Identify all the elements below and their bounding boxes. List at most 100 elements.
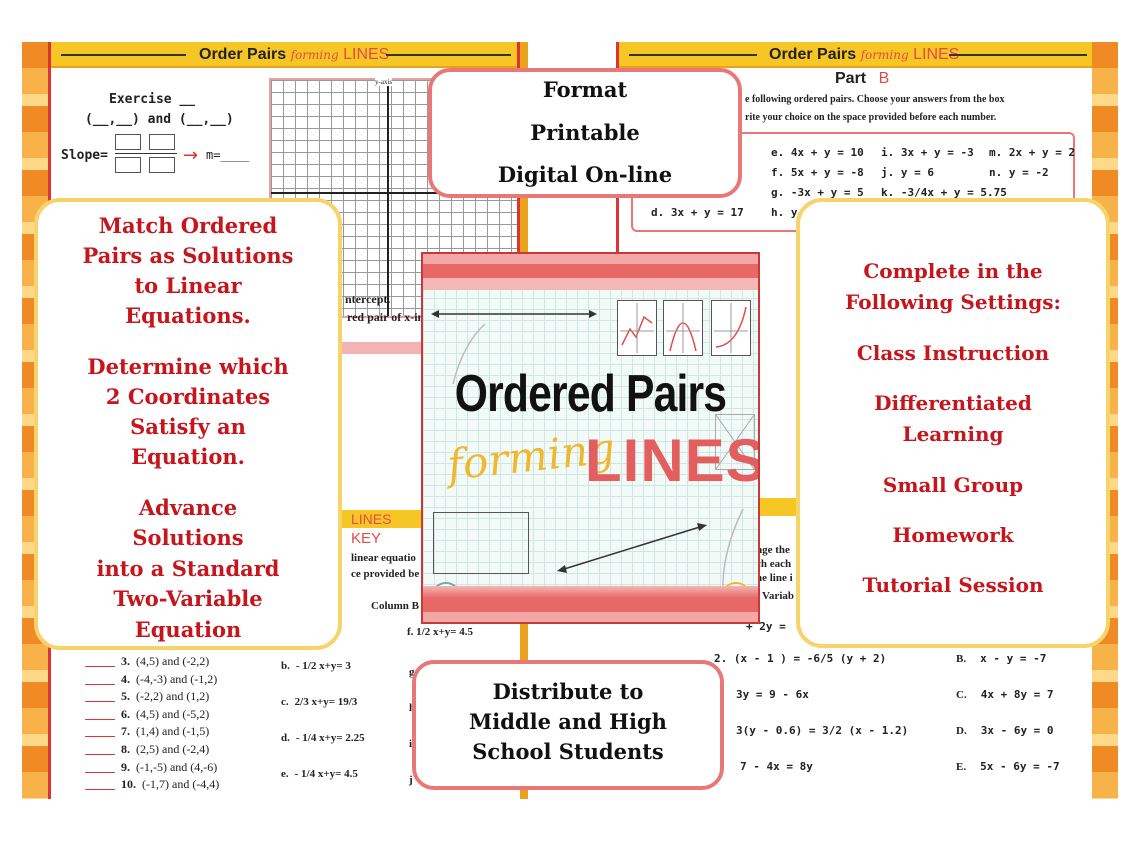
objective-line: 2 Coordinates [105,384,271,409]
mini-box [715,414,755,470]
pair-row: 3. (4,5) and (-2,2) [85,654,209,669]
part-label: Part B [835,70,890,87]
br-text-4: Variab [762,590,794,602]
equation-e: e. 4x + y = 10 [771,146,864,159]
format-line-2: Printable [530,120,640,145]
mini-graph-1 [617,300,657,356]
answer-blank[interactable] [85,718,115,720]
problem-5: 7 - 4x = 8y [740,760,813,773]
cover-lines: LINES [585,427,760,494]
side-letter: j [409,774,413,786]
format-line-3: Digital On-line [497,162,673,187]
answer-blank[interactable] [85,701,115,703]
objective-line: into a Standard [96,556,280,581]
answer-equation: - 1/4 x+y= 4.5 [294,768,358,780]
problem-4: 3(y - 0.6) = 3/2 (x - 1.2) [736,724,909,737]
equation-n: n. y = -2 [989,166,1049,179]
objective-line: Solutions [132,525,244,550]
worksheet-title-right: Order Pairs forming LINES [769,46,960,63]
answer-blank[interactable] [85,771,115,773]
choice-letter: C. [956,689,967,701]
settings-callout: Complete in the Following Settings: Clas… [796,198,1110,648]
distribute-line-2: Middle and High [469,709,667,734]
equation-d: d. 3x + y = 17 [651,206,744,219]
pair-row: 7. (1,4) and (-1,5) [85,724,209,739]
answer-blank[interactable] [85,754,115,755]
choice-equation: x - y = -7 [980,652,1047,665]
pair-text: (4,5) and (-5,2) [136,706,210,721]
pair-number: 10. [121,777,136,792]
pair-text: (2,5) and (-2,4) [136,742,210,756]
br-text-1: nge the [756,544,790,556]
objectives-callout: Match Ordered Pairs as Solutions to Line… [34,198,342,650]
column-b-label: Column B [371,600,419,612]
pair-number: 6. [121,706,130,721]
choice-letter: E. [956,761,967,773]
settings-line: Tutorial Session [862,573,1044,597]
choice-letter: B. [956,653,967,665]
choice-letter: D. [956,725,967,737]
choice-equation: 3x - 6y = 0 [980,724,1054,737]
settings-line: Learning [902,422,1004,446]
intercept-text: ntercept. [345,292,391,306]
pair-text: (-1,7) and (-4,4) [142,777,220,792]
worksheet-header: Order Pairs forming LINES [51,42,517,68]
pair-row: 6. (4,5) and (-5,2) [85,707,209,722]
answer-blank[interactable] [85,683,115,685]
pair-number: 3. [121,654,130,668]
settings-line: Small Group [882,473,1024,497]
product-cover: Ordered Pairs forming LINES [421,252,760,624]
pair-row: 4.(-4,-3) and (-1,2) [85,672,217,687]
mini-graph-2 [663,300,703,356]
answer-equation: - 1/4 x+y= 2.25 [295,732,365,744]
objective-line: Two-Variable [113,586,263,611]
cover-top-band [423,254,758,290]
settings-line: Complete in the [863,259,1043,283]
objective-line: Match Ordered [98,213,278,238]
distribute-callout: Distribute to Middle and High School Stu… [412,660,724,790]
problem-3: 3y = 9 - 6x [736,688,809,701]
worksheet-header-right: Order Pairs forming LINES [619,42,1092,68]
objective-line: to Linear [134,273,242,298]
equation-m: m. 2x + y = 2 [989,146,1076,159]
ordered-pair-text: red pair of x-in [347,310,425,324]
cover-title: Ordered Pairs [454,365,727,423]
y-axis-label: y-axis [375,78,393,86]
objective-line: Satisfy an [130,414,246,439]
answer-letter: e. [281,768,289,780]
choice-row: E.5x - 6y = -7 [956,760,1060,773]
answer-row: c.2/3 x+y= 19/3 [281,696,357,708]
pair-text: (4,5) and (-2,2) [136,654,210,668]
mini-graph-3 [711,300,751,356]
objective-line: Advance [138,495,238,520]
distribute-line-1: Distribute to [492,679,644,704]
worksheet-title: Order Pairs forming LINES [199,46,390,63]
answer-letter: b. [281,660,290,672]
pair-text: (-1,-5) and (4,-6) [136,759,218,774]
pair-text: (1,4) and (-1,5) [136,724,210,739]
answer-row: b.- 1/2 x+y= 3 [281,660,351,672]
pair-row: 5.(-2,2) and (1,2) [85,689,209,704]
answer-blank[interactable] [85,789,115,791]
pair-number: 9. [121,759,130,774]
choice-row: B. x - y = -7 [956,652,1046,665]
arrow-icon: → [183,145,199,166]
pair-row: 9. (-1,-5) and (4,-6) [85,760,217,775]
choice-row: D. 3x - 6y = 0 [956,724,1054,737]
answer-blank[interactable] [85,666,115,667]
side-letter: i [409,738,413,750]
cover-decor [431,310,744,595]
equation-h: h. y [771,206,798,219]
answer-blank[interactable] [85,736,115,738]
answer-equation: 2/3 x+y= 19/3 [294,696,358,708]
pairs-template: (__,__) and (__,__) [85,112,234,127]
settings-line: Following Settings: [845,290,1061,314]
cover-bottom-band [423,586,758,622]
objective-line: Pairs as Solutions [82,243,294,268]
exercise-label: Exercise __ [109,92,196,107]
format-line-1: Format [542,77,628,102]
pair-number: 7. [121,724,130,739]
objective-line: Equation [134,617,242,642]
answer-row: e. - 1/4 x+y= 4.5 [281,768,358,780]
